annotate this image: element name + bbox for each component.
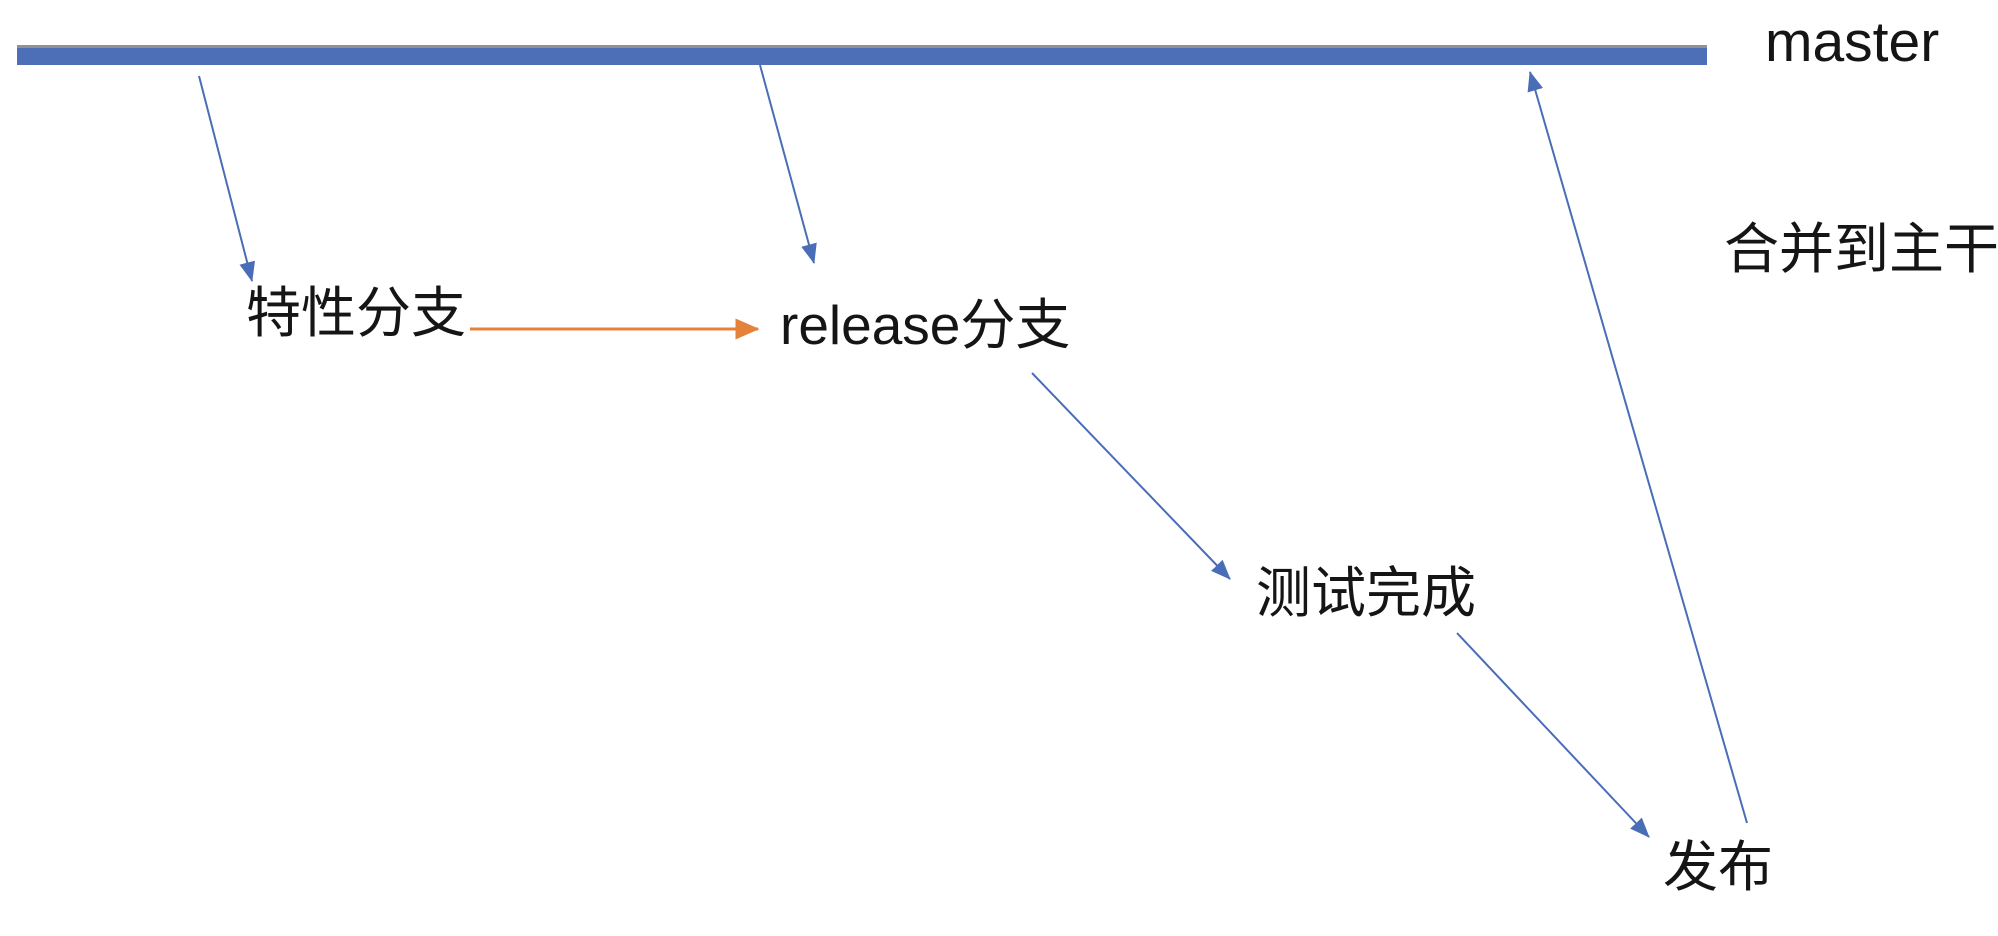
release-branch-label: release分支 (780, 294, 1071, 356)
master-branch-label: master (1765, 10, 1940, 74)
publish-to-master-arrow (1527, 71, 1748, 824)
feature-branch-label: 特性分支 (246, 282, 467, 344)
master-to-release-arrow (759, 64, 817, 264)
merge-to-trunk-label: 合并到主干 (1724, 218, 1998, 280)
master-branch-bar (17, 45, 1707, 65)
master-to-feature-arrow (198, 75, 255, 282)
test-to-publish-arrow (1456, 632, 1650, 838)
publish-label: 发布 (1663, 836, 1774, 898)
test-done-label: 测试完成 (1256, 562, 1477, 624)
release-to-test-arrow (1031, 372, 1231, 580)
